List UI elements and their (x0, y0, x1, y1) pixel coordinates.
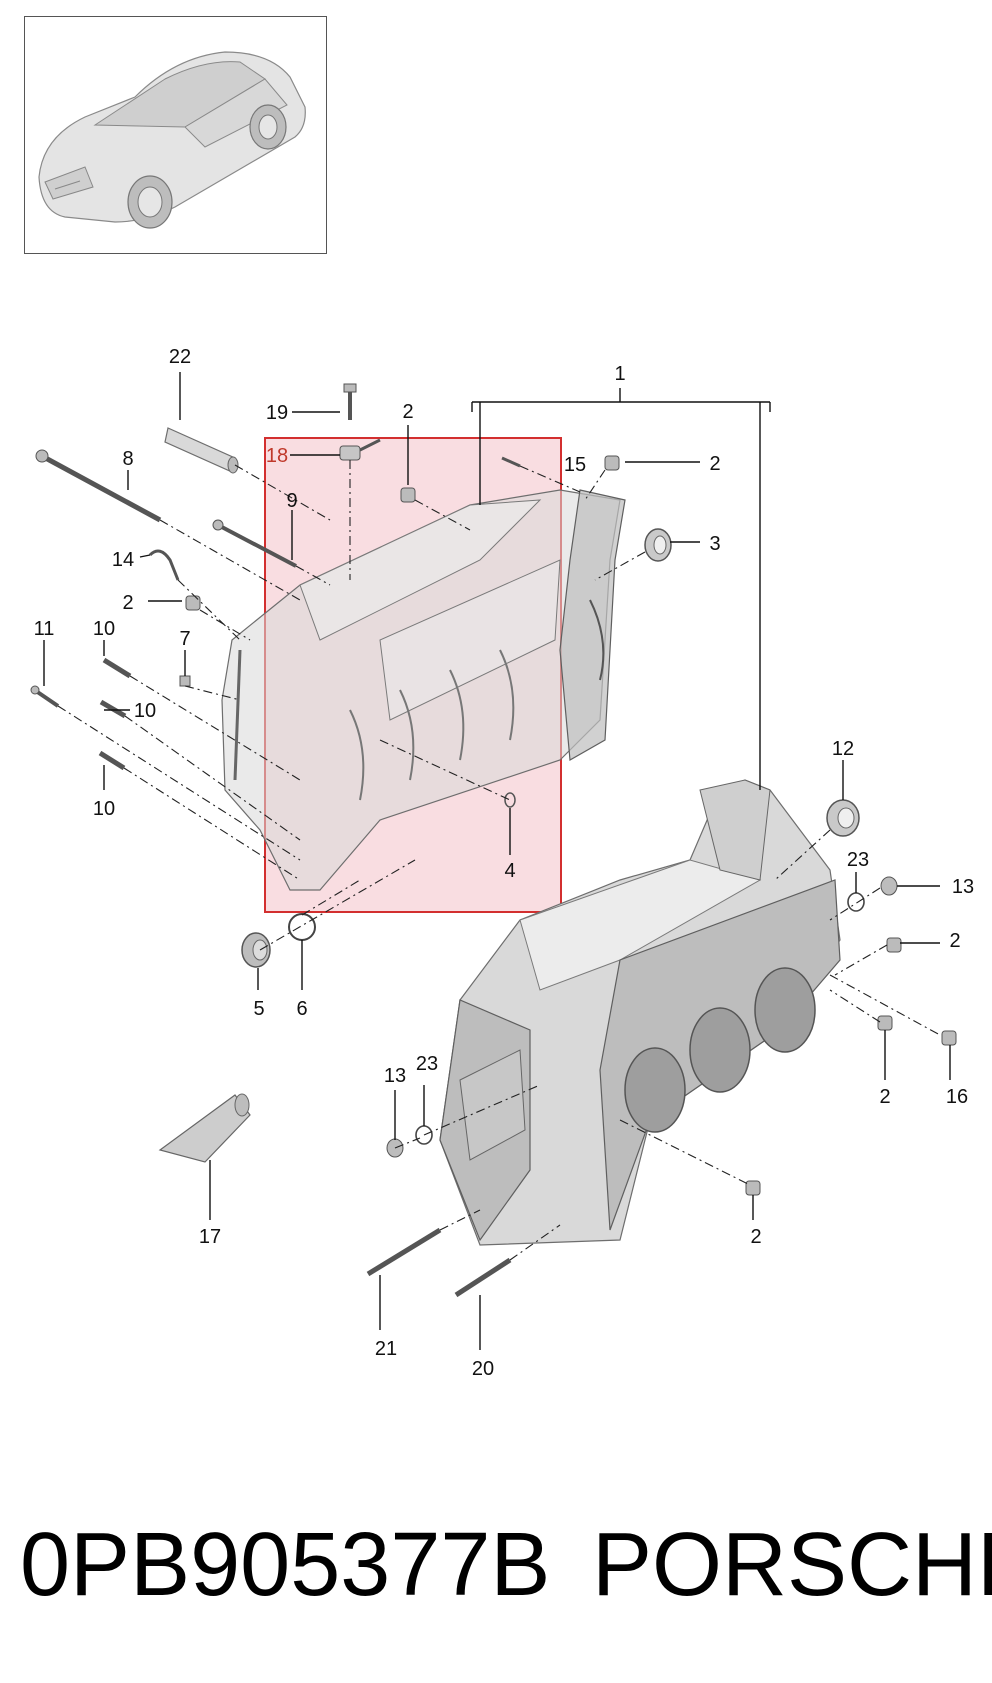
car-thumbnail-image (38, 51, 306, 229)
part-5-plug (241, 932, 271, 968)
callout-16: 16 (946, 1086, 968, 1108)
callout-19: 19 (266, 402, 288, 424)
callout-22: 22 (169, 346, 191, 368)
callout-18: 18 (266, 445, 288, 467)
part-17-tube (158, 1093, 251, 1163)
part-6-oring (288, 913, 316, 941)
callout-5: 5 (253, 998, 264, 1020)
part-7-plug (179, 675, 191, 687)
callout-labels: 1 2 2 2 2 2 2 3 4 5 6 7 8 9 10 10 10 11 … (34, 346, 975, 1380)
upper-crankcase-half (221, 489, 626, 891)
part-9-bolt (212, 519, 297, 568)
callout-7: 7 (179, 628, 190, 650)
part-11-bolt (30, 685, 60, 708)
callout-2: 2 (402, 401, 413, 423)
part-14-pipe (148, 549, 180, 581)
callout-14: 14 (112, 549, 134, 571)
callout-21: 21 (375, 1338, 397, 1360)
part-16-sensor (941, 1030, 957, 1046)
callout-2: 2 (750, 1226, 761, 1248)
callout-20: 20 (472, 1358, 494, 1380)
callout-1: 1 (614, 363, 625, 385)
callout-2: 2 (879, 1086, 890, 1108)
callout-23: 23 (847, 849, 869, 871)
callout-10: 10 (134, 700, 156, 722)
callout-13: 13 (952, 876, 974, 898)
part-3-seal (644, 528, 672, 562)
vehicle-thumbnail-frame (24, 16, 327, 254)
callout-6: 6 (296, 998, 307, 1020)
part-22-sleeve (164, 427, 239, 474)
part-2-plugs (185, 455, 902, 1196)
callout-8: 8 (122, 448, 133, 470)
part-13-plugs (386, 876, 898, 1158)
callout-13: 13 (384, 1065, 406, 1087)
part-21-stud (366, 1227, 442, 1277)
callout-12: 12 (832, 738, 854, 760)
callout-15: 15 (564, 454, 586, 476)
part-18-sensor (339, 438, 381, 461)
part-12-seal (826, 799, 860, 837)
lower-crankcase-half (439, 779, 841, 1246)
part-10-bolts (98, 657, 132, 771)
callout-9: 9 (286, 490, 297, 512)
callout-17: 17 (199, 1226, 221, 1248)
part-4-oring (504, 792, 516, 808)
part-19-bolt (343, 383, 357, 420)
brand-name: PORSCHE (592, 1515, 992, 1615)
part-8-long-bolt (35, 449, 162, 523)
callout-2: 2 (949, 930, 960, 952)
leader-lines (43, 372, 951, 1350)
alignment-lines (57, 460, 941, 1261)
callout-23: 23 (416, 1053, 438, 1075)
part-number: 0PB905377B (20, 1515, 551, 1615)
callout-2: 2 (122, 592, 133, 614)
callout-4: 4 (504, 860, 515, 882)
callout-3: 3 (709, 533, 720, 555)
callout-2: 2 (709, 453, 720, 475)
part-caption: 0PB905377B PORSCHE (0, 1510, 992, 1620)
callout-11: 11 (34, 618, 55, 640)
part-15-bolt (501, 456, 521, 468)
callout-10: 10 (93, 798, 115, 820)
part-20-stud (454, 1257, 512, 1298)
callout-10: 10 (93, 618, 115, 640)
